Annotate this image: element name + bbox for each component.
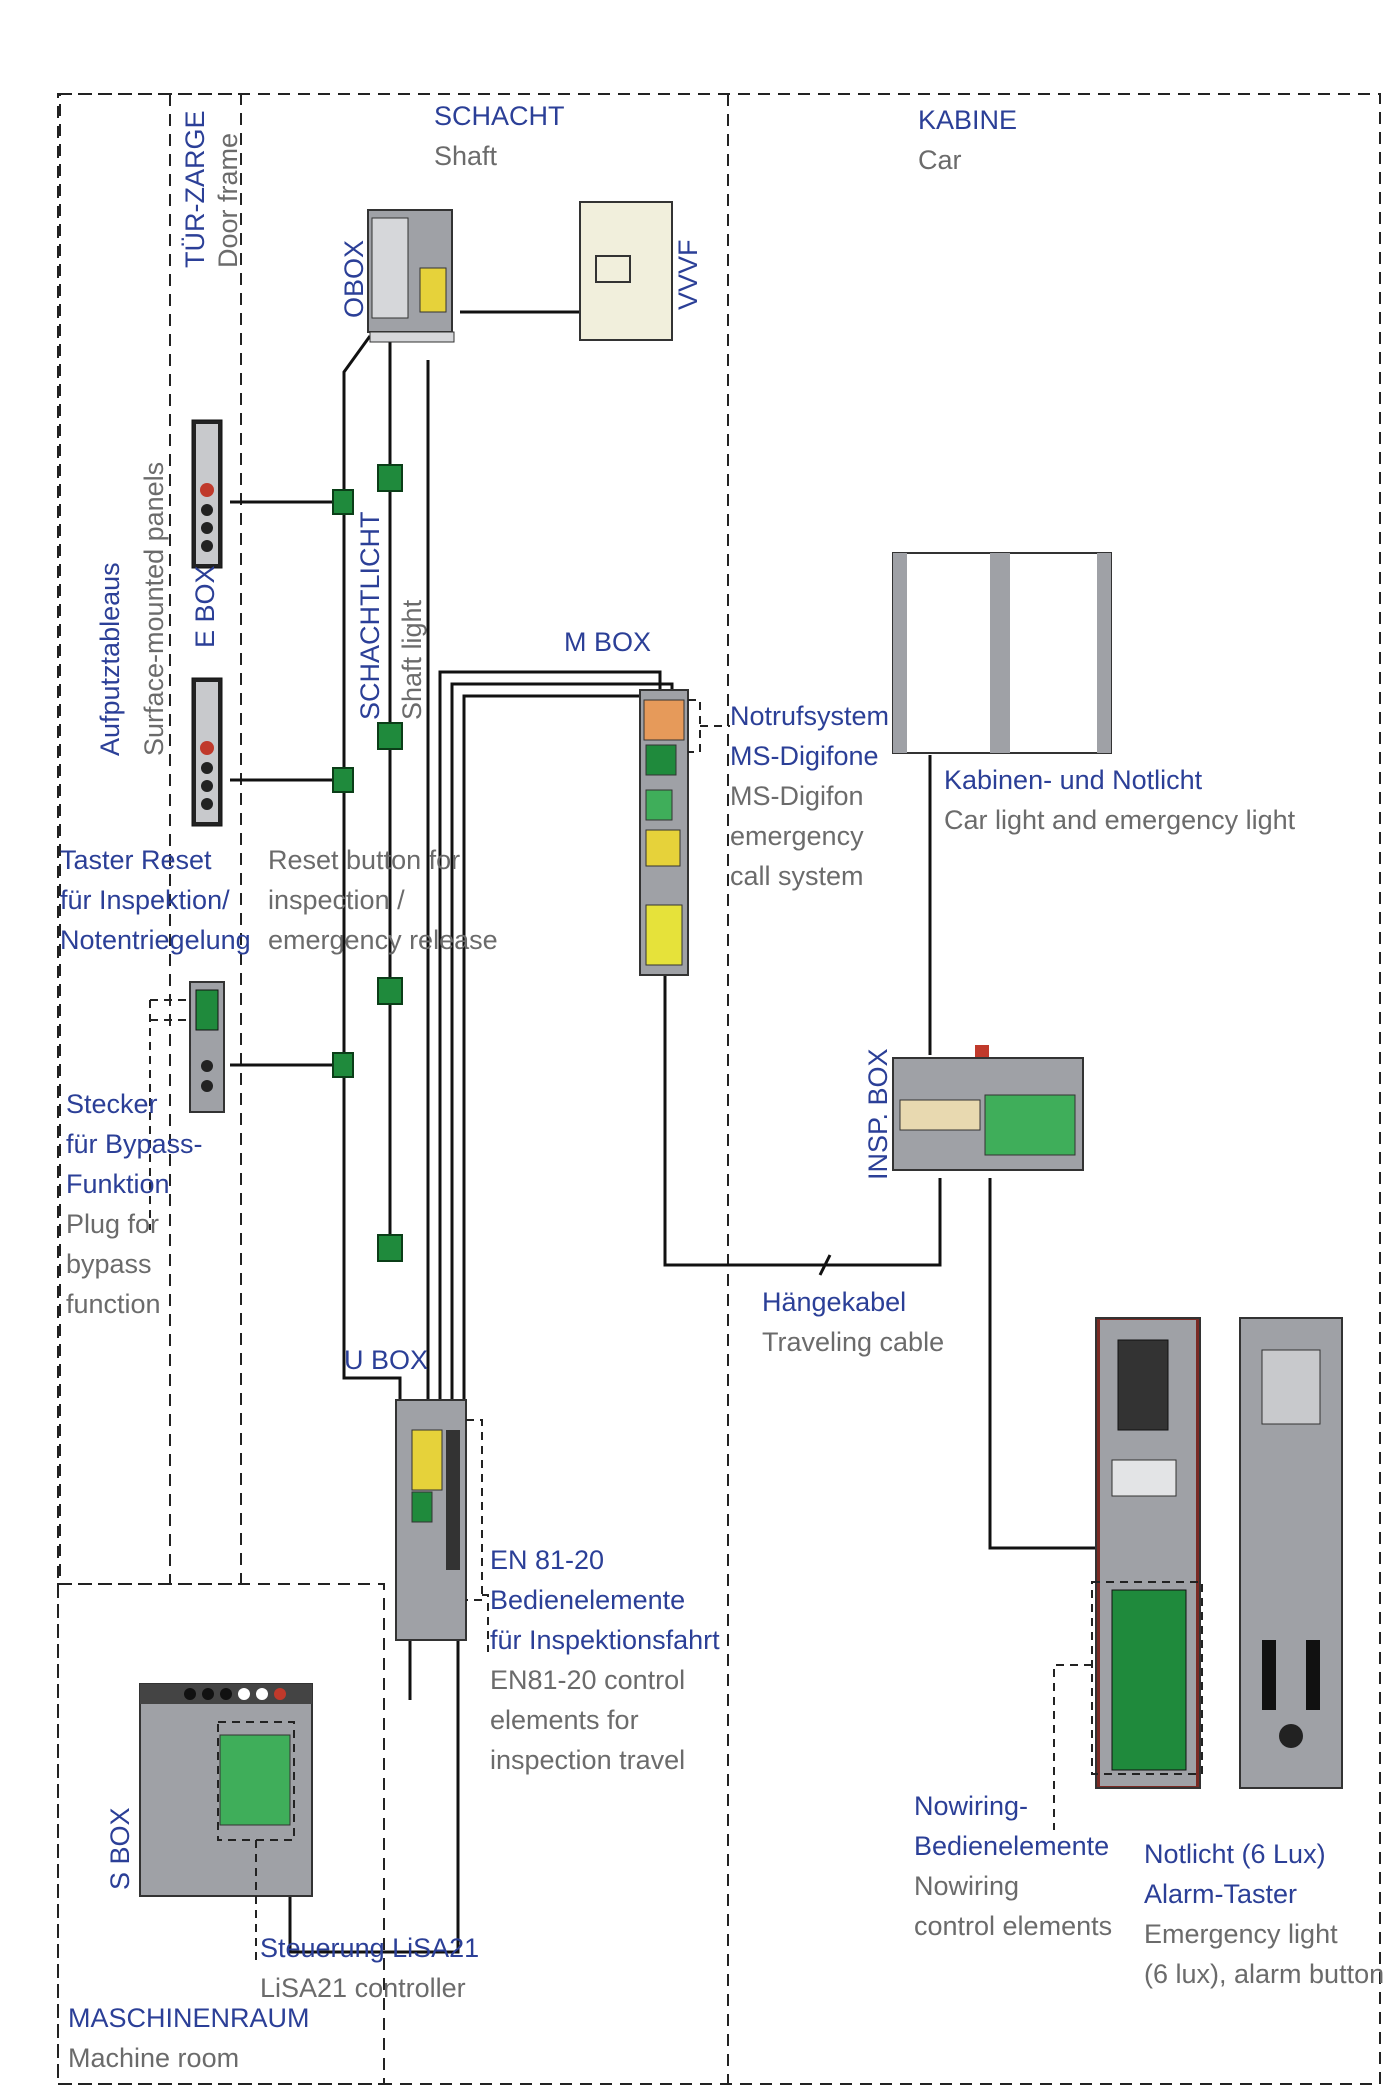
door-frame-label-en: Door frame xyxy=(213,132,243,268)
machine-room-label-en: Machine room xyxy=(68,2043,240,2073)
surface-panels-label-de: Aufputztableaus xyxy=(95,562,125,756)
bus-connectors xyxy=(332,489,354,1078)
emergency-light-label-de-2: Alarm-Taster xyxy=(1144,1879,1298,1909)
car-light-label-de: Kabinen- und Notlicht xyxy=(944,765,1203,795)
shaft-light-lamps xyxy=(377,464,403,1262)
en8120-label-en-2: elements for xyxy=(490,1705,639,1735)
nowiring-label-de-2: Bedienelemente xyxy=(914,1831,1110,1861)
bypass-label-en-2: bypass xyxy=(66,1249,152,1279)
vvvf-device xyxy=(579,201,673,341)
ubox-label: U BOX xyxy=(344,1345,429,1375)
traveling-cable-label-en: Traveling cable xyxy=(762,1327,945,1357)
shaft-light-label-de: SCHACHTLICHT xyxy=(355,511,385,720)
reset-label-en-2: inspection / xyxy=(268,885,405,915)
emergency-system-en-2: emergency xyxy=(730,821,864,851)
shaft-label-de: SCHACHT xyxy=(434,101,565,131)
car-label-de: KABINE xyxy=(918,105,1018,135)
emergency-system-de-1: Notrufsystem xyxy=(730,701,890,731)
insp-box-device xyxy=(892,1045,1084,1171)
emergency-light-label-en-1: Emergency light xyxy=(1144,1919,1338,1949)
ubox-device xyxy=(395,1399,467,1641)
nowiring-label-de-1: Nowiring- xyxy=(914,1791,1029,1821)
emergency-system-de-2: MS-Digifone xyxy=(730,741,879,771)
sbox-label: S BOX xyxy=(105,1807,135,1890)
reset-label-en-3: emergency release xyxy=(268,925,498,955)
door-frame-zone xyxy=(59,93,242,1585)
obox-device xyxy=(367,209,455,343)
reset-label-de-2: für Inspektion/ xyxy=(60,885,230,915)
nowiring-label-en-2: control elements xyxy=(914,1911,1113,1941)
nowiring-label-en-1: Nowiring xyxy=(914,1871,1020,1901)
en8120-label-en-3: inspection travel xyxy=(490,1745,686,1775)
mbox-label: M BOX xyxy=(564,627,652,657)
mbox-device xyxy=(639,689,689,976)
vvvf-label: VVVF xyxy=(673,239,703,310)
reset-leader xyxy=(149,999,190,1230)
emergency-light-label-en-2: (6 lux), alarm button xyxy=(1144,1959,1385,1989)
bypass-label-en-3: function xyxy=(66,1289,161,1319)
reset-label-en-1: Reset button for xyxy=(268,845,461,875)
bypass-label-de-1: Stecker xyxy=(66,1089,158,1119)
sbox-device xyxy=(139,1683,313,1897)
outer-frame xyxy=(57,93,1381,2085)
controller-label-de: Steuerung LiSA21 xyxy=(260,1933,480,1963)
shaft-light-label-en: Shaft light xyxy=(397,599,427,720)
obox-label: OBOX xyxy=(339,239,369,318)
en8120-label-en-1: EN81-20 control xyxy=(490,1665,686,1695)
traveling-cable-label-de: Hängekabel xyxy=(762,1287,907,1317)
bypass-label-de-3: Funktion xyxy=(66,1169,170,1199)
shaft-label-en: Shaft xyxy=(434,141,498,171)
ebox-panels xyxy=(191,419,223,827)
surface-panels-label-en: Surface-mounted panels xyxy=(139,461,169,756)
emergency-system-en-1: MS-Digifon xyxy=(730,781,864,811)
en8120-label-de-2: Bedienelemente xyxy=(490,1585,686,1615)
en8120-label-de-3: für Inspektionsfahrt xyxy=(490,1625,720,1655)
reset-label-de-1: Taster Reset xyxy=(60,845,212,875)
emergency-leader xyxy=(688,699,730,753)
car-light-panel xyxy=(892,552,1112,754)
en8120-label-de-1: EN 81-20 xyxy=(490,1545,605,1575)
nowiring-leader xyxy=(1053,1664,1092,1830)
inspbox-label: INSP. BOX xyxy=(863,1048,893,1180)
controller-label-en: LiSA21 controller xyxy=(260,1973,466,2003)
nowiring-panel xyxy=(1091,1317,1203,1789)
emergency-light-panel xyxy=(1239,1317,1343,1789)
bypass-plug-panel xyxy=(189,981,225,1113)
bypass-label-de-2: für Bypass- xyxy=(66,1129,203,1159)
en8120-leader xyxy=(466,1419,489,1652)
reset-label-de-3: Notentriegelung xyxy=(60,925,251,955)
car-light-label-en: Car light and emergency light xyxy=(944,805,1296,835)
bypass-label-en-1: Plug for xyxy=(66,1209,160,1239)
emergency-light-label-de-1: Notlicht (6 Lux) xyxy=(1144,1839,1326,1869)
emergency-system-en-3: call system xyxy=(730,861,864,891)
machine-room-zone xyxy=(57,1583,385,2085)
car-label-en: Car xyxy=(918,145,962,175)
ebox-label: E BOX xyxy=(190,565,220,648)
machine-room-label-de: MASCHINENRAUM xyxy=(68,2003,310,2033)
